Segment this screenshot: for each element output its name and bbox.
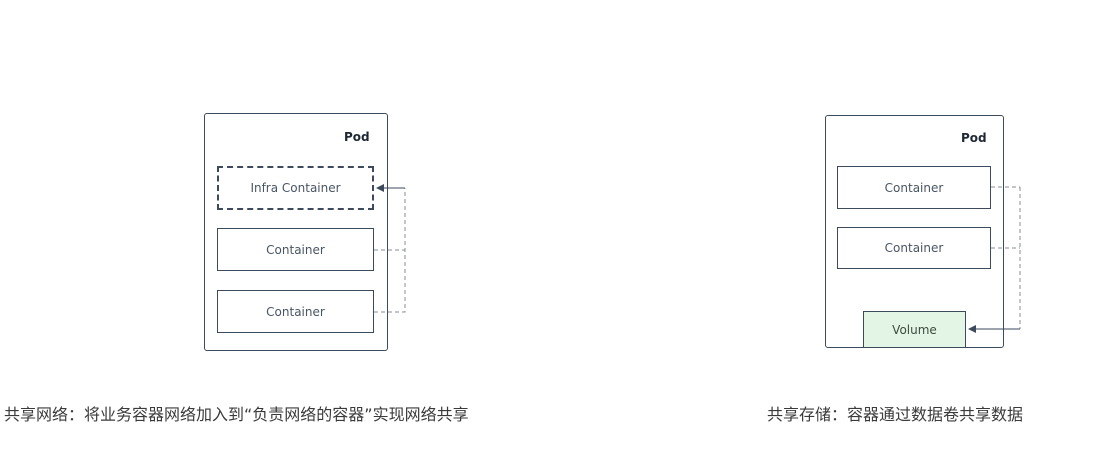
storage-container-1: Container	[837, 166, 991, 209]
network-container-2: Container	[217, 290, 374, 333]
caption-network: 共享网络：将业务容器网络加入到“负责网络的容器”实现网络共享	[4, 405, 469, 424]
volume-box: Volume	[863, 311, 966, 348]
network-link-container-2	[374, 188, 406, 313]
storage-container-2: Container	[837, 227, 991, 269]
caption-storage: 共享存储：容器通过数据卷共享数据	[767, 405, 1024, 424]
pod-storage-title: Pod	[961, 131, 987, 145]
network-container-1: Container	[217, 228, 374, 271]
pod-network-title: Pod	[344, 130, 370, 144]
infra-container: Infra Container	[217, 166, 374, 210]
